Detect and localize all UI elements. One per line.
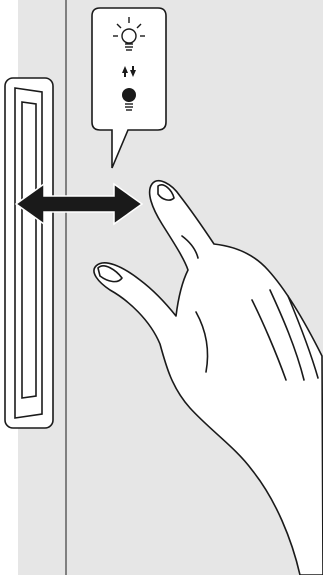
door-handle: [5, 78, 53, 428]
